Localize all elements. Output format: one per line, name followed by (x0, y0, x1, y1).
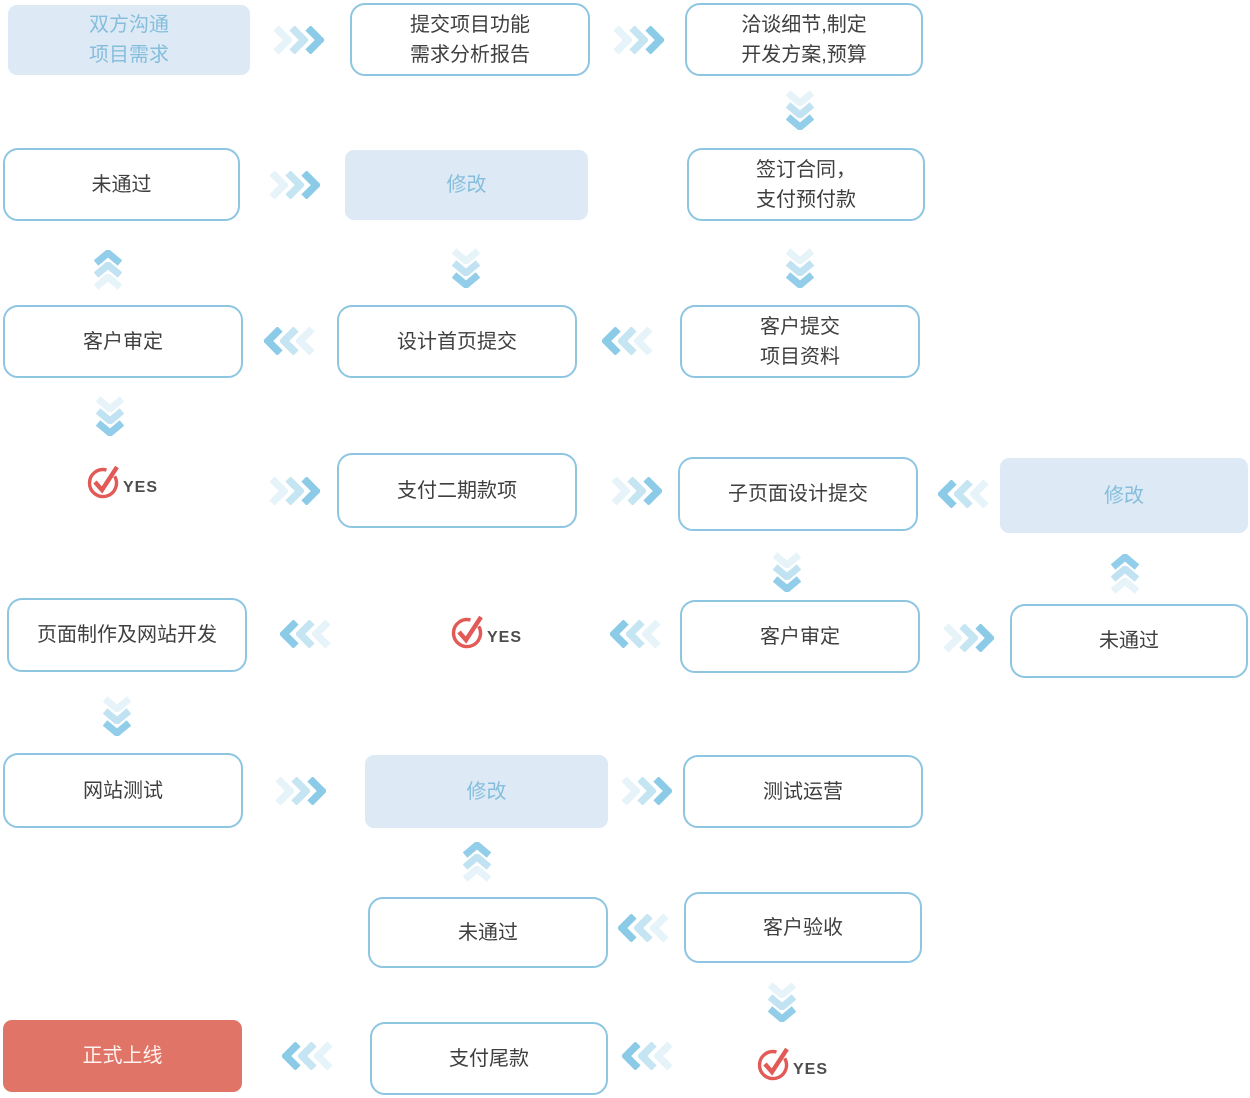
arrow-right-icon (620, 777, 672, 805)
arrow-left-icon (622, 1042, 673, 1070)
node-submit-requirement-report: 提交项目功能 需求分析报告 (350, 3, 590, 76)
arrow-down-icon (786, 248, 814, 288)
node-client-submit-materials: 客户提交 项目资料 (680, 305, 920, 378)
arrow-up-icon (463, 842, 491, 882)
node-site-testing: 网站测试 (3, 753, 243, 828)
yes-check-icon (87, 465, 119, 499)
arrow-left-icon (938, 480, 989, 508)
arrow-right-icon (268, 477, 320, 505)
arrow-left-icon (280, 620, 331, 648)
node-pay-second-installment: 支付二期款项 (337, 453, 577, 528)
node-not-passed-1: 未通过 (3, 148, 240, 221)
arrow-right-icon (274, 777, 326, 805)
arrow-left-icon (610, 620, 661, 648)
node-revise-3: 修改 (365, 755, 608, 828)
node-test-operation: 测试运营 (683, 755, 923, 828)
arrow-left-icon (618, 914, 669, 942)
node-not-passed-3: 未通过 (368, 897, 608, 968)
arrow-up-icon (94, 250, 122, 290)
arrow-down-icon (768, 982, 796, 1022)
arrow-down-icon (786, 90, 814, 130)
yes-label: YES (487, 629, 523, 646)
yes-indicator: YES (756, 1044, 828, 1084)
node-subpage-design-submit: 子页面设计提交 (678, 457, 918, 531)
arrow-down-icon (96, 396, 124, 436)
arrow-left-icon (264, 327, 315, 355)
node-pay-final-balance: 支付尾款 (370, 1022, 608, 1095)
arrow-down-icon (103, 696, 131, 736)
node-revise-2: 修改 (1000, 458, 1248, 533)
yes-check-icon (451, 615, 483, 649)
node-not-passed-2: 未通过 (1010, 604, 1248, 678)
arrow-left-icon (282, 1042, 333, 1070)
node-official-launch: 正式上线 (3, 1020, 242, 1092)
arrow-right-icon (942, 624, 994, 652)
node-negotiate-plan-budget: 洽谈细节,制定 开发方案,预算 (685, 3, 923, 76)
arrow-right-icon (612, 26, 664, 54)
yes-indicator: YES (450, 612, 522, 652)
yes-check-icon (757, 1047, 789, 1081)
arrow-down-icon (452, 248, 480, 288)
node-communicate-requirements: 双方沟通 项目需求 (8, 5, 250, 75)
node-revise-1: 修改 (345, 150, 588, 220)
arrow-right-icon (268, 171, 320, 199)
node-sign-contract-prepay: 签订合同， 支付预付款 (687, 148, 925, 221)
arrow-left-icon (602, 327, 653, 355)
yes-label: YES (793, 1061, 829, 1078)
yes-label: YES (123, 479, 159, 496)
yes-indicator: YES (86, 462, 158, 502)
arrow-right-icon (272, 26, 324, 54)
arrow-down-icon (773, 552, 801, 592)
arrow-right-icon (610, 477, 662, 505)
node-homepage-design-submit: 设计首页提交 (337, 305, 577, 378)
node-page-production-dev: 页面制作及网站开发 (7, 598, 247, 672)
node-client-review-1: 客户审定 (3, 305, 243, 378)
node-client-review-2: 客户审定 (680, 600, 920, 673)
arrow-up-icon (1111, 554, 1139, 594)
node-client-acceptance: 客户验收 (684, 892, 922, 963)
